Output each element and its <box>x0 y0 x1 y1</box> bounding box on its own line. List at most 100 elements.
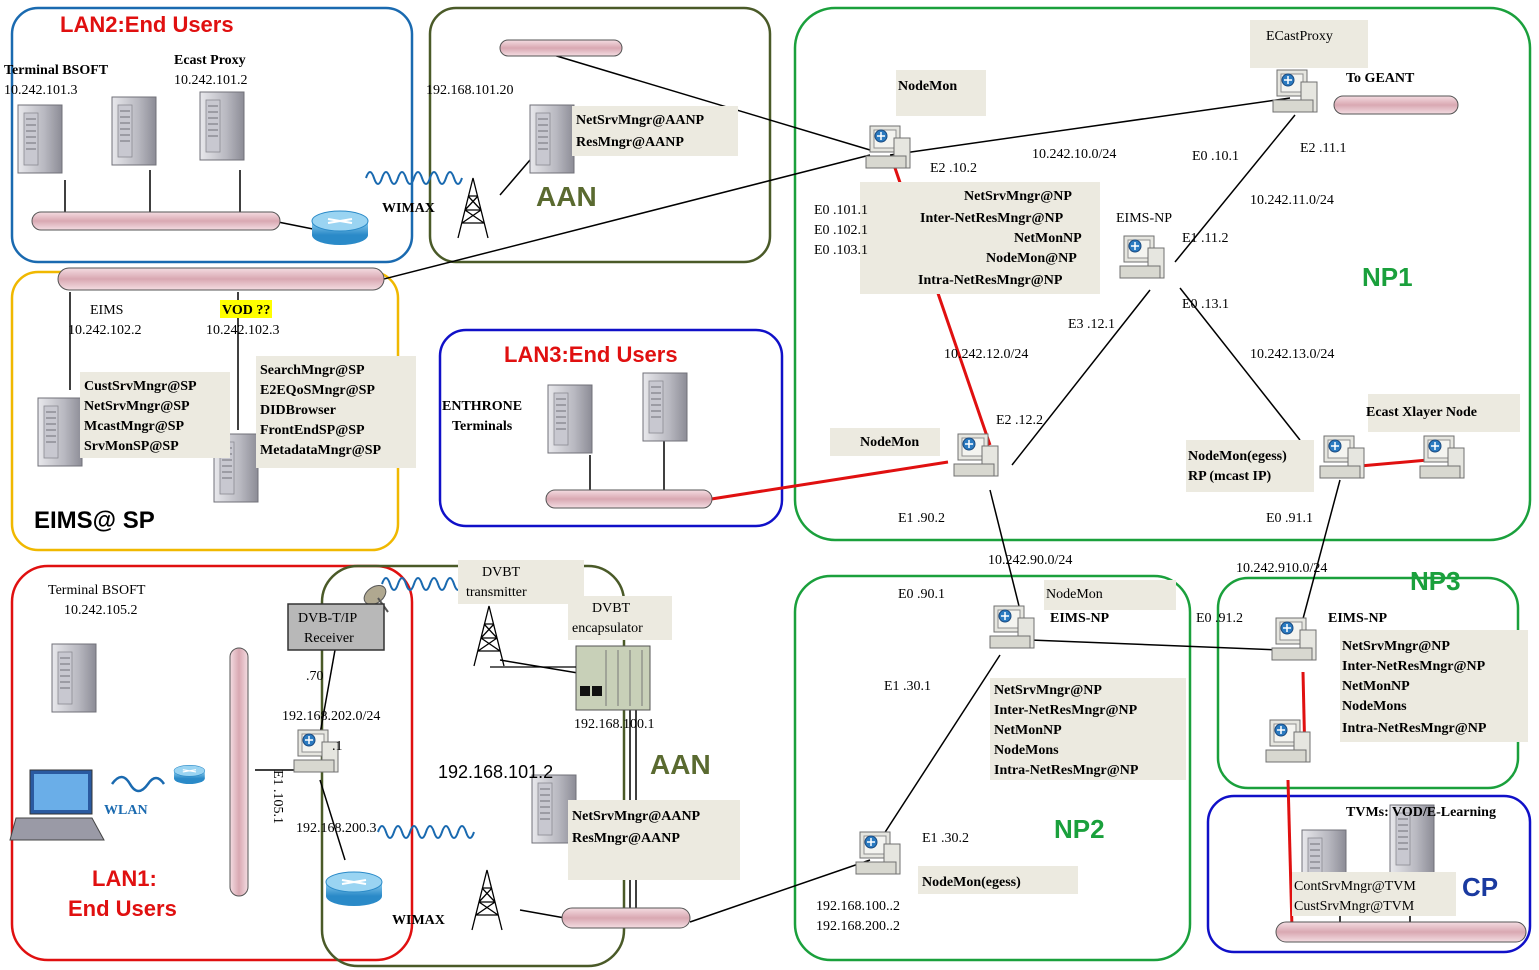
eims-sp-left-service-3: SrvMonSP@SP <box>84 439 179 454</box>
np2-nodemon-egess: NodeMon(egess) <box>922 875 1021 890</box>
aan-bottom-server-ip: 192.168.101.2 <box>438 762 553 782</box>
np2-router-icon <box>989 605 1035 649</box>
aan-bottom-dvbt-line2: transmitter <box>466 585 527 600</box>
np1-service-4: Intra-NetResMngr@NP <box>918 273 1063 288</box>
np1-service-3: NodeMon@NP <box>986 251 1077 266</box>
np3-service-2: NetMonNP <box>1342 679 1410 694</box>
server-icon <box>17 104 63 174</box>
np1-to-geant: To GEANT <box>1346 71 1415 86</box>
eims-sp-left-service-1: NetSrvMngr@SP <box>84 399 190 414</box>
np1-rp: RP (mcast IP) <box>1188 469 1272 484</box>
vod-ip: 10.242.102.3 <box>206 323 280 338</box>
np1-e0-13-1: E0 .13.1 <box>1182 297 1229 312</box>
eims-np-router-icon <box>1119 235 1165 279</box>
link-net-90: 10.242.90.0/24 <box>988 553 1072 568</box>
np3-title: NP3 <box>1410 566 1461 596</box>
np1-net-13: 10.242.13.0/24 <box>1250 347 1334 362</box>
np3-eims-np: EIMS-NP <box>1328 611 1388 626</box>
np1-ecastproxy: ECastProxy <box>1266 29 1333 44</box>
lan3-region <box>438 328 784 528</box>
server-icon <box>199 91 245 161</box>
eims-sp-title: EIMS@ SP <box>34 507 155 534</box>
np1-nodemon-mid: NodeMon <box>860 435 919 450</box>
np2-e1-30-1: E1 .30.1 <box>884 679 931 694</box>
lan3-terminals-line1: ENTHRONE <box>442 399 522 414</box>
np2-service-3: NodeMons <box>994 743 1059 758</box>
np2-service-0: NetSrvMngr@NP <box>994 683 1102 698</box>
np2-title: NP2 <box>1054 814 1105 844</box>
aan-bottom-encap-line1: DVBT <box>592 601 631 616</box>
lan1-dot1: .1 <box>332 739 343 754</box>
np3-router-icon <box>1271 617 1317 661</box>
eims-sp-left-service-2: McastMngr@SP <box>84 419 185 434</box>
tower-icon <box>473 605 505 667</box>
aan-top-service-1: ResMngr@AANP <box>576 135 684 150</box>
eims-name: EIMS <box>90 303 123 318</box>
np1-service-1: Inter-NetResMngr@NP <box>920 211 1064 226</box>
nodemon-router-icon <box>953 433 999 477</box>
np1-nodemon-top: NodeMon <box>898 79 957 94</box>
wireless-wave-icon <box>377 825 475 839</box>
np2-e1-30-2: E1 .30.2 <box>922 831 969 846</box>
eims-sp-right-service-0: SearchMngr@SP <box>260 363 365 378</box>
lan2-proxy-ip: 10.242.101.2 <box>174 73 248 88</box>
aan-bottom-service-1: ResMngr@AANP <box>572 831 680 846</box>
server-icon <box>51 643 97 713</box>
nodemon-router-icon <box>865 125 911 169</box>
lan1-terminal-name: Terminal BSOFT <box>48 583 146 598</box>
wlan-router-icon <box>173 764 206 785</box>
np2-ip2: 192.168.200..2 <box>816 919 900 934</box>
lan2-terminal-name: Terminal BSOFT <box>4 63 109 78</box>
np1-e0-103: E0 .103.1 <box>814 243 868 258</box>
cp-service-1: CustSrvMngr@TVM <box>1294 899 1415 914</box>
lan1-e1: E1 .105.1 <box>270 770 285 824</box>
np3-service-0: NetSrvMngr@NP <box>1342 639 1450 654</box>
np1-e0-102: E0 .102.1 <box>814 223 868 238</box>
lan1-title-line1: LAN1: <box>92 866 157 891</box>
np2-service-2: NetMonNP <box>994 723 1062 738</box>
server-icon <box>111 96 157 166</box>
server-icon <box>37 397 83 467</box>
np2-nodemon: NodeMon <box>1046 587 1103 602</box>
np1-net-10: 10.242.10.0/24 <box>1032 147 1116 162</box>
tower-icon <box>471 869 503 931</box>
buses <box>31 39 1527 943</box>
lan1-router-ip: 192.168.200.3 <box>296 821 377 836</box>
np2-egress-router-icon <box>855 831 901 875</box>
server-icon <box>547 384 593 454</box>
np1-service-0: NetSrvMngr@NP <box>964 189 1072 204</box>
aan-top-title: AAN <box>536 181 597 212</box>
cp-tvms-title: TVMs: VOD/E-Learning <box>1346 805 1496 820</box>
wlan-wave-icon <box>110 775 166 793</box>
lan2-terminal-ip: 10.242.101.3 <box>4 83 78 98</box>
link-net-910: 10.242.910.0/24 <box>1236 561 1327 576</box>
eims-sp-right-service-2: DIDBrowser <box>260 403 336 418</box>
np1-e2-12-2: E2 .12.2 <box>996 413 1043 428</box>
wireless-wave-icon <box>365 171 463 185</box>
lan1-dot70: .70 <box>306 669 324 684</box>
np1-e0-10-1: E0 .10.1 <box>1192 149 1239 164</box>
np3-service-4: Intra-NetResMngr@NP <box>1342 721 1487 736</box>
aan-bottom-encap-ip: 192.168.100.1 <box>574 717 655 732</box>
np1-eims-np: EIMS-NP <box>1116 211 1172 226</box>
np2-ip1: 192.168.100..2 <box>816 899 900 914</box>
wireless-router-icon <box>311 210 369 246</box>
dvbt-receiver-line2: Receiver <box>304 631 354 646</box>
eims-ip: 10.242.102.2 <box>68 323 142 338</box>
cp-title: CP <box>1462 872 1498 902</box>
np1-e0-91-1: E0 .91.1 <box>1266 511 1313 526</box>
vod-name: VOD ?? <box>222 303 270 318</box>
np1-nodemon-egess: NodeMon(egess) <box>1188 449 1287 464</box>
lan2-region <box>10 6 414 264</box>
np1-region <box>793 6 1532 542</box>
np1-e1-11-2: E1 .11.2 <box>1182 231 1229 246</box>
lan1-title-line2: End Users <box>68 896 177 921</box>
dvbt-encapsulator-icon <box>575 645 651 711</box>
lan1-wlan: WLAN <box>104 803 148 818</box>
xlayer-router-icon <box>1419 435 1465 479</box>
np1-net-11: 10.242.11.0/24 <box>1250 193 1334 208</box>
np2-region <box>793 574 1192 962</box>
np3-service-1: Inter-NetResMngr@NP <box>1342 659 1486 674</box>
red-links <box>704 167 1429 929</box>
